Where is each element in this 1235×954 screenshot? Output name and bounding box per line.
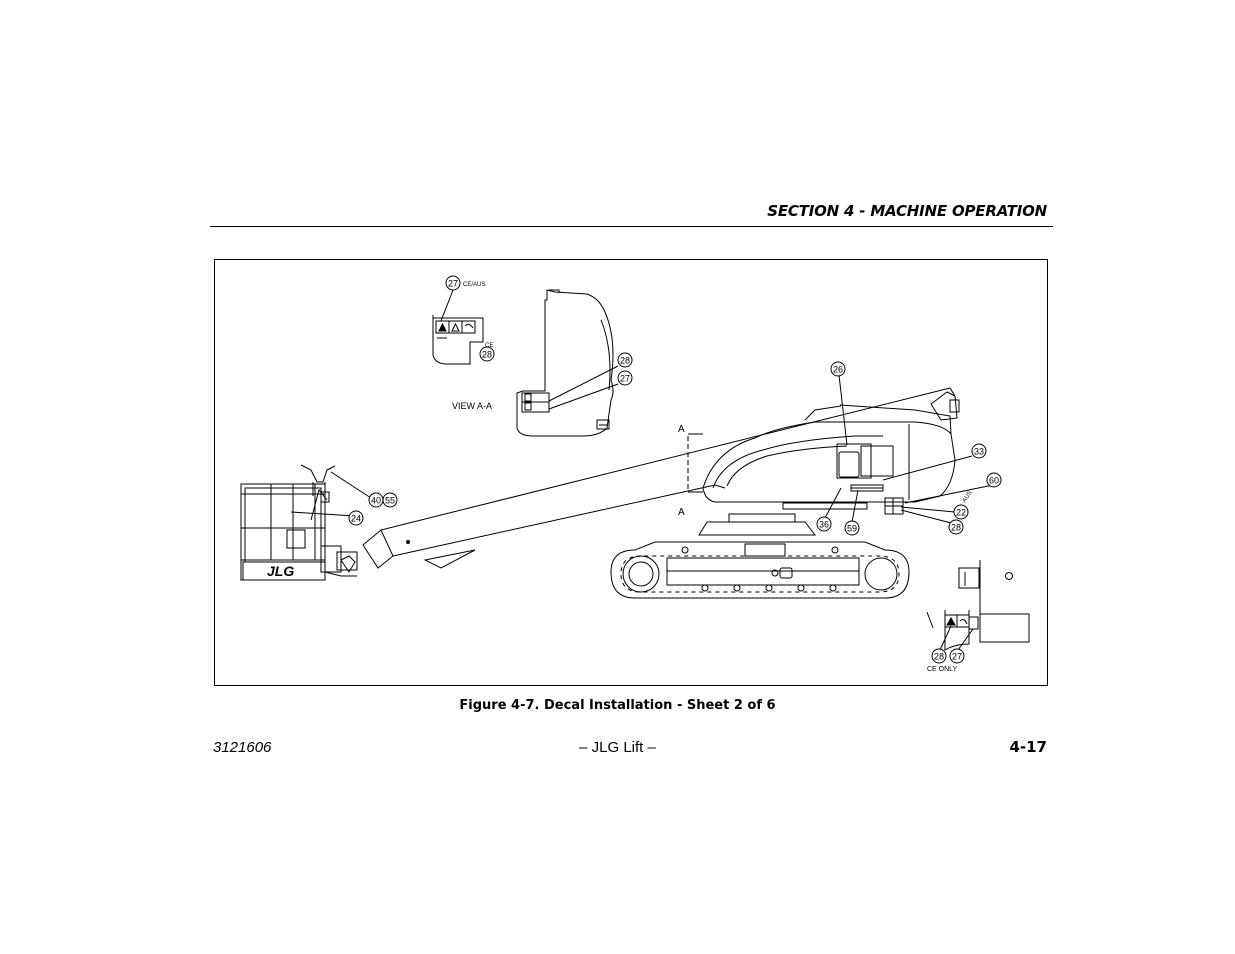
header-rule — [210, 226, 1053, 227]
svg-text:22: 22 — [956, 508, 966, 518]
svg-text:28: 28 — [951, 523, 961, 533]
boom — [362, 387, 956, 569]
callout-28-ce: 28 — [931, 648, 947, 664]
section-marker-aa: A A — [678, 424, 703, 518]
decal-figure: 27 CE/AUS CE 28 VIEW A-A 28 — [214, 259, 1048, 686]
figure-caption: Figure 4-7. Decal Installation - Sheet 2… — [459, 698, 776, 713]
turntable — [698, 404, 956, 536]
footer-center-text: – JLG Lift – — [579, 739, 656, 756]
platform-basket — [240, 464, 358, 581]
callout-27-ce: 27 — [949, 648, 965, 664]
callout-26: 26 — [830, 361, 846, 377]
callout-55: 55 — [382, 492, 398, 508]
svg-text:33: 33 — [974, 447, 984, 457]
svg-text:27: 27 — [448, 279, 458, 289]
aus-label: AUS — [962, 490, 974, 504]
footer-doc-number: 3121606 — [213, 739, 272, 756]
svg-text:36: 36 — [819, 520, 829, 530]
callout-27-top: 27 — [440, 275, 461, 322]
callout-27-cover: 27 — [617, 370, 633, 386]
svg-text:26: 26 — [833, 365, 843, 375]
callout-59: 59 — [844, 520, 860, 536]
svg-text:28: 28 — [934, 652, 944, 662]
callout-24: 24 — [348, 510, 364, 526]
ce-label: CE — [485, 343, 493, 349]
section-header: SECTION 4 - MACHINE OPERATION — [767, 202, 1047, 220]
svg-text:59: 59 — [847, 524, 857, 534]
decal-drawing: 27 CE/AUS CE 28 VIEW A-A 28 — [240, 275, 1030, 673]
svg-text:28: 28 — [482, 350, 492, 360]
svg-text:55: 55 — [385, 496, 395, 506]
svg-text:A: A — [678, 507, 685, 518]
svg-text:27: 27 — [952, 652, 962, 662]
svg-text:27: 27 — [620, 374, 630, 384]
callout-33: 33 — [971, 443, 987, 459]
hood-cover-detail — [516, 289, 619, 437]
platform-jlg-logo: JLG — [267, 563, 294, 579]
callout-40: 40 — [368, 492, 384, 508]
ce-aus-label: CE/AUS — [463, 282, 485, 288]
callout-22: 22 — [953, 504, 969, 520]
boom-nose — [930, 391, 960, 421]
svg-text:A: A — [678, 424, 685, 435]
ce-only-detail — [926, 560, 1030, 651]
callout-28-view: 28 — [479, 346, 495, 362]
svg-text:24: 24 — [351, 514, 361, 524]
callout-60: 60 — [986, 472, 1002, 488]
platform-leaders — [290, 471, 372, 517]
svg-text:28: 28 — [620, 356, 630, 366]
callout-28-turntable: 28 — [948, 519, 964, 535]
decal-detail-top — [432, 315, 484, 365]
view-aa-label: VIEW A-A — [452, 401, 492, 411]
svg-text:40: 40 — [371, 496, 381, 506]
turntable-leaders — [824, 374, 994, 525]
footer-page-number: 4-17 — [1009, 738, 1047, 756]
callout-28-cover: 28 — [617, 352, 633, 368]
track-undercarriage — [610, 541, 910, 599]
svg-text:60: 60 — [989, 476, 999, 486]
ce-only-label: CE ONLY — [927, 666, 958, 673]
callout-36: 36 — [816, 516, 832, 532]
